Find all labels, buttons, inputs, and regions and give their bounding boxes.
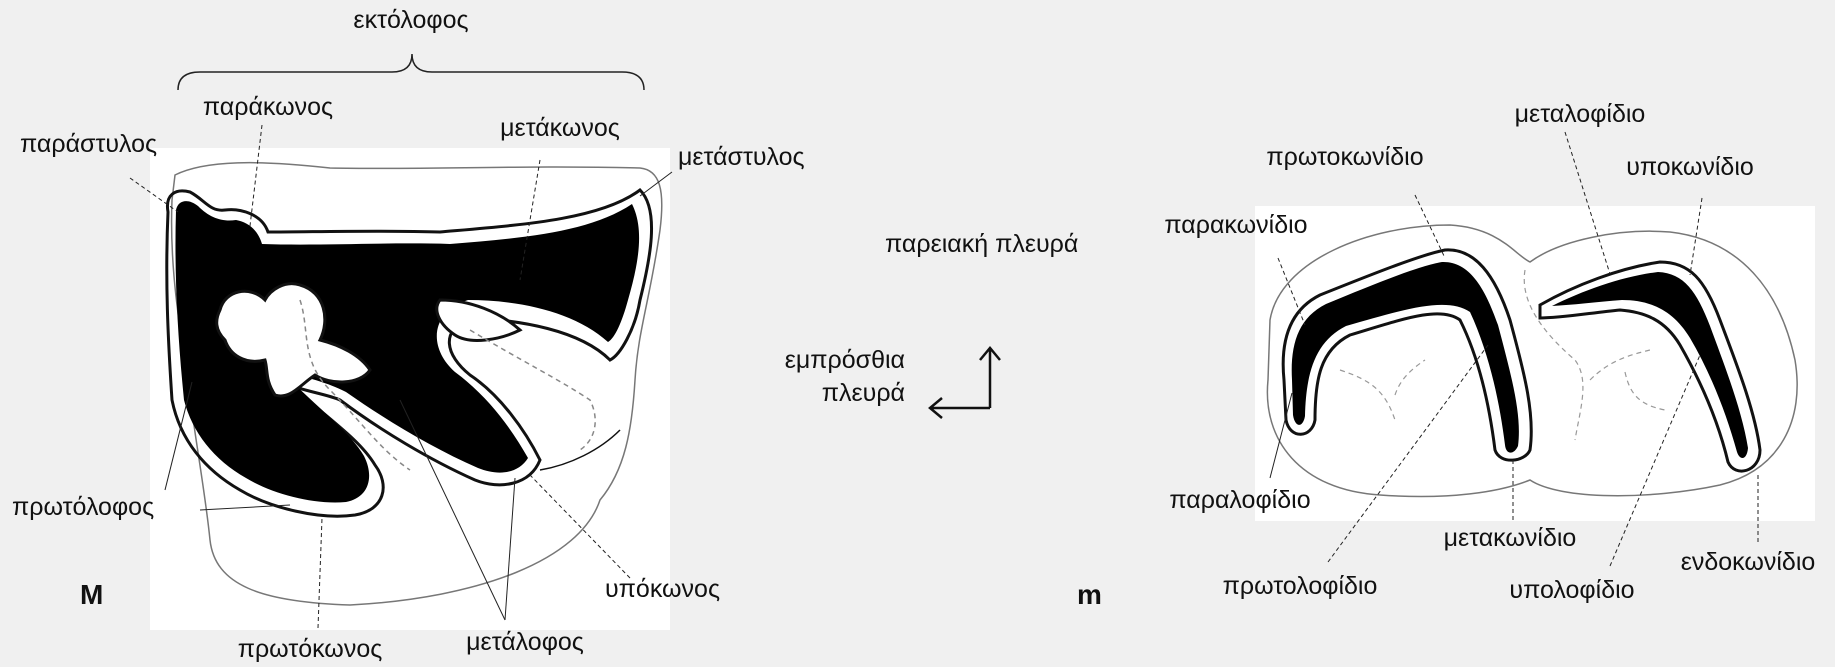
anterior-side-label-line2: πλευρά xyxy=(822,379,905,407)
ectoloph-label: εκτόλοφος xyxy=(353,6,468,34)
protolophid-leader xyxy=(1327,344,1489,563)
paracone-leader xyxy=(249,124,263,227)
metastyle-leader xyxy=(639,171,673,197)
metaloph-leader-2 xyxy=(504,477,516,621)
upper-molar-dentine xyxy=(175,201,640,503)
metacone-label: μετάκωνος xyxy=(500,114,620,142)
paracone-label: παράκωνος xyxy=(203,93,333,121)
orientation-arrows xyxy=(928,346,1001,419)
upper-molar-inner-fold xyxy=(435,298,523,342)
lower-molar-trigonid-enamel xyxy=(1281,248,1533,462)
hypolophid-leader xyxy=(1609,354,1701,567)
parastyle-label: παράστυλος xyxy=(20,130,157,158)
paralophid-label: παραλοφίδιο xyxy=(1169,486,1310,514)
upper-molar-figure: εκτόλοφος παράκωνος παράστυλος μετάκωνος… xyxy=(12,6,805,663)
hypocone-leader xyxy=(529,474,631,579)
protoloph-leader-2 xyxy=(199,504,291,511)
metalophid-label: μεταλοφίδιο xyxy=(1515,100,1646,128)
upper-molar-crown-outline xyxy=(170,161,663,606)
upper-molar-fossette xyxy=(215,282,372,398)
ectoloph-brace xyxy=(177,53,645,91)
buccal-side-label: παρειακή πλευρά xyxy=(885,230,1078,258)
metaconid-label: μετακωνίδιο xyxy=(1444,524,1577,552)
lower-molar-figure: μεταλοφίδιο πρωτοκωνίδιο υποκωνίδιο παρα… xyxy=(1077,100,1815,610)
hypoconid-label: υποκωνίδιο xyxy=(1626,153,1754,181)
metacone-leader xyxy=(519,159,541,281)
metastyle-label: μετάστυλος xyxy=(678,143,805,171)
lower-molar-crown-outline xyxy=(1266,224,1798,498)
entoconid-label: ενδοκωνίδιο xyxy=(1681,548,1816,576)
lower-molar-panel-label: m xyxy=(1077,579,1102,610)
protoloph-leader-1 xyxy=(164,381,193,491)
paraconid-leader xyxy=(1277,257,1306,326)
metaloph-leader-1 xyxy=(399,399,506,621)
protoconid-leader xyxy=(1414,194,1446,259)
upper-molar-enamel-outline xyxy=(165,188,653,518)
lower-molar-groove xyxy=(1339,359,1426,421)
metaloph-label: μετάλοφος xyxy=(466,628,584,656)
anterior-side-label-line1: εμπρόσθια xyxy=(785,346,905,374)
hypocone-label: υπόκωνος xyxy=(605,575,720,603)
upper-molar-cusp-ridge xyxy=(299,299,411,471)
protocone-label: πρωτόκωνος xyxy=(238,635,383,663)
lower-molar-groove xyxy=(1589,349,1666,411)
hypoconid-leader xyxy=(1689,197,1703,276)
hypolophid-label: υπολοφίδιο xyxy=(1509,576,1634,604)
upper-molar-cusp-ridge xyxy=(469,329,596,451)
upper-molar-panel-label: M xyxy=(80,579,103,610)
protoconid-label: πρωτοκωνίδιο xyxy=(1266,143,1423,171)
protocone-leader xyxy=(317,517,323,629)
protoloph-label: πρωτόλοφος xyxy=(12,493,154,521)
upper-molar-cusp-ridge xyxy=(539,429,621,471)
parastyle-leader xyxy=(129,177,179,213)
lower-molar-talonid-dentine xyxy=(1552,272,1748,458)
metalophid-leader xyxy=(1564,131,1611,275)
protolophid-label: πρωτολοφίδιο xyxy=(1223,572,1378,600)
lower-molar-talonid-enamel xyxy=(1538,260,1762,473)
paralophid-leader xyxy=(1269,392,1293,479)
lower-molar-trigonid-dentine xyxy=(1291,261,1519,453)
orientation-indicator: παρειακή πλευρά εμπρόσθια πλευρά xyxy=(785,230,1078,419)
paraconid-label: παρακωνίδιο xyxy=(1164,211,1307,239)
